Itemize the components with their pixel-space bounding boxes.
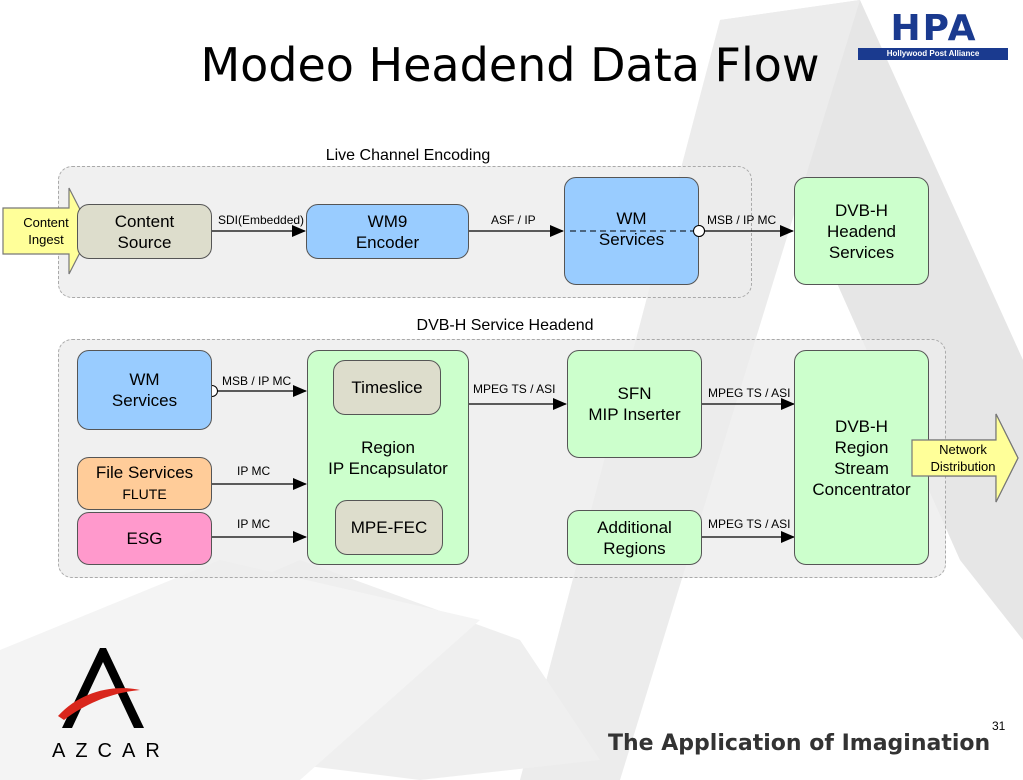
asf-ip-label: ASF / IP	[491, 213, 536, 227]
esg-box: ESG	[77, 512, 212, 565]
page-title: Modeo Headend Data Flow	[200, 38, 820, 92]
ip-mc-label-1: IP MC	[237, 464, 271, 478]
msb-ip-mc-headend-label: MSB / IP MC	[222, 374, 292, 388]
azcar-logo: AZCAR	[40, 640, 160, 770]
page-number: 31	[992, 719, 1006, 733]
msb-ip-mc-live-label: MSB / IP MC	[707, 213, 777, 227]
mpeg-ts-asi-label-3: MPEG TS / ASI	[708, 517, 791, 531]
mpe-fec-box: MPE-FEC	[335, 500, 443, 555]
hpa-logo: HPA Hollywood Post Alliance	[858, 8, 1008, 60]
headend-label: DVB-H Service Headend	[416, 317, 594, 334]
mpeg-ts-asi-label-2: MPEG TS / ASI	[708, 386, 791, 400]
azcar-a-icon	[58, 648, 144, 728]
sdi-label: SDI(Embedded)	[218, 213, 305, 227]
mpeg-ts-asi-label-1: MPEG TS / ASI	[473, 382, 556, 396]
tagline: The Application of Imagination	[608, 731, 991, 756]
timeslice-box: Timeslice	[333, 360, 441, 415]
live-channel-label: Live Channel Encoding	[325, 147, 491, 164]
ip-mc-label-2: IP MC	[237, 517, 271, 531]
